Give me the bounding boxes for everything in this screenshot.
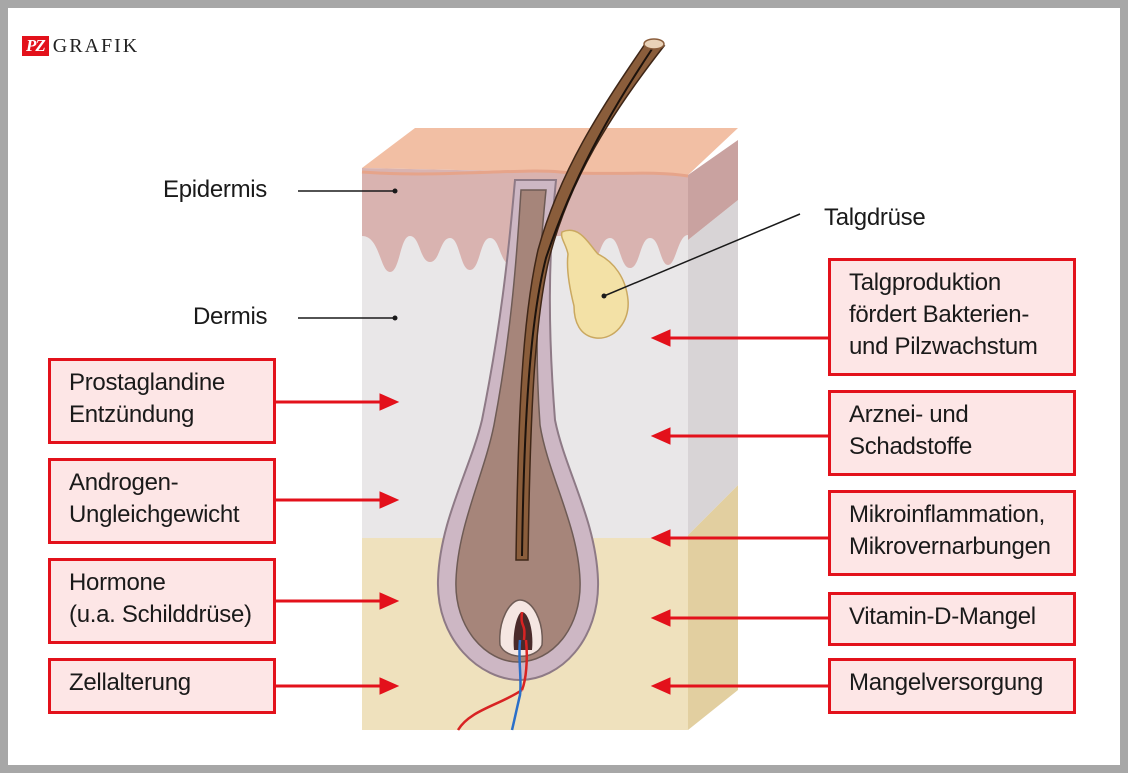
blood-vessel-red (456, 611, 526, 731)
factor-box-zellalterung: Zellalterung (48, 658, 276, 714)
block-top-face (362, 128, 738, 175)
factor-box-hormone: Hormone (u.a. Schilddrüse) (48, 558, 276, 644)
box-line: fördert Bakterien- (849, 301, 1030, 328)
block-side-dermis (688, 200, 738, 535)
factor-box-mangelversorgung: Mangelversorgung (828, 658, 1076, 714)
block-side-subcutis (688, 485, 738, 730)
box-line: Prostaglandine (69, 369, 225, 396)
sebaceous-gland-leader-line (603, 213, 801, 297)
hair-follicle-inner (455, 189, 581, 663)
box-line: Mikrovernarbungen (849, 533, 1051, 560)
box-line: Arznei- und (849, 401, 969, 428)
box-line: Androgen- (69, 469, 179, 496)
right-arrows (650, 329, 830, 695)
factor-box-mikroinflammation: Mikroinflammation, Mikrovernarbungen (828, 490, 1076, 576)
box-line: Zellalterung (69, 669, 191, 696)
blood-vessel-blue (510, 639, 522, 731)
logo-text: GRAFIK (52, 35, 140, 57)
pz-grafik-logo: PZ GRAFIK (22, 36, 139, 56)
box-line: Talgproduktion (849, 269, 1001, 296)
logo-badge: PZ (22, 36, 49, 56)
box-line: Schadstoffe (849, 433, 973, 460)
box-line: und Pilzwachstum (849, 333, 1038, 360)
sebaceous-gland-shape (560, 229, 629, 339)
factor-box-vitamin-d: Vitamin-D-Mangel (828, 592, 1076, 646)
box-line: Ungleichgewicht (69, 501, 240, 528)
factor-box-arznei: Arznei- und Schadstoffe (828, 390, 1076, 476)
box-line: Entzündung (69, 401, 195, 428)
box-line: (u.a. Schilddrüse) (69, 601, 252, 628)
sebaceous-gland-label: Talgdrüse (824, 204, 926, 231)
box-line: Hormone (69, 569, 166, 596)
factor-box-prostaglandine: Prostaglandine Entzündung (48, 358, 276, 444)
factor-box-talgproduktion: Talgproduktion fördert Bakterien- und Pi… (828, 258, 1076, 376)
factor-box-androgen: Androgen- Ungleichgewicht (48, 458, 276, 544)
epidermis-label: Epidermis (163, 176, 267, 203)
block-side-epidermis (688, 140, 738, 240)
box-line: Vitamin-D-Mangel (849, 603, 1036, 630)
box-line: Mangelversorgung (849, 669, 1043, 696)
box-line: Mikroinflammation, (849, 501, 1045, 528)
left-arrows (274, 393, 400, 695)
dermis-label: Dermis (193, 303, 268, 330)
